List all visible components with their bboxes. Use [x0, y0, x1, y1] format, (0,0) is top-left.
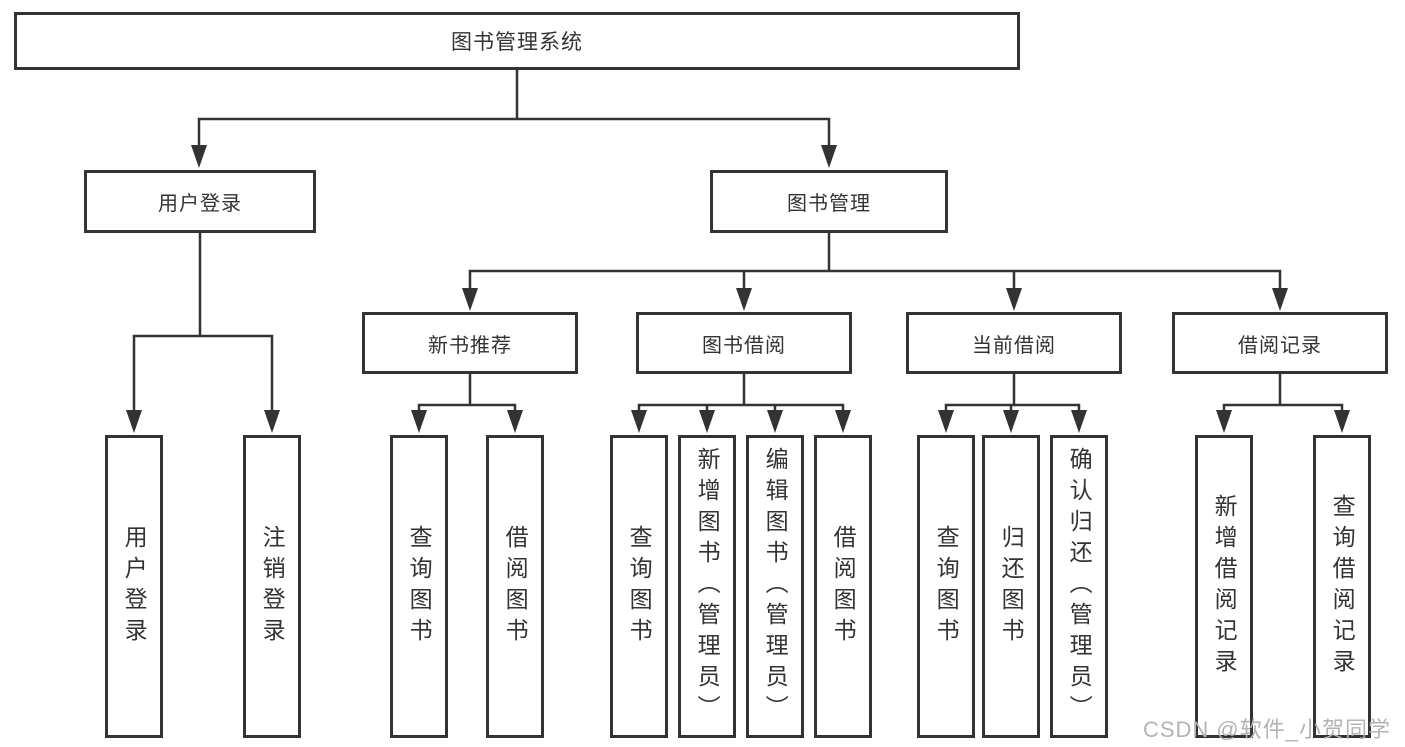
connector-book-management [468, 231, 1282, 292]
connector-root [197, 68, 831, 149]
arrowhead [835, 410, 851, 433]
leaf-logout: 注销登录 [243, 435, 301, 738]
arrowhead [699, 410, 715, 433]
arrowheads [126, 145, 1350, 433]
connector-book-borrow [637, 372, 845, 414]
arrowhead [821, 145, 837, 168]
leaf-borrow-books: 借阅图书 [814, 435, 872, 738]
arrowhead [191, 145, 207, 168]
arrowhead [126, 410, 142, 433]
node-user-login: 用户登录 [84, 170, 316, 233]
arrowhead [1071, 410, 1087, 433]
arrowhead [1216, 410, 1232, 433]
leaf-query-books-recommend: 查询图书 [390, 435, 448, 738]
node-new-book-recommend: 新书推荐 [362, 312, 578, 374]
arrowhead [631, 410, 647, 433]
leaf-query-books-borrow: 查询图书 [610, 435, 668, 738]
leaf-add-borrow-record: 新增借阅记录 [1195, 435, 1253, 738]
arrowhead [1272, 288, 1288, 311]
leaf-user-login: 用户登录 [105, 435, 163, 738]
arrowhead [411, 410, 427, 433]
csdn-watermark: CSDN @软件_小贺同学 [1142, 717, 1391, 742]
leaf-borrow-books-recommend: 借阅图书 [486, 435, 544, 738]
leaf-query-books-current: 查询图书 [917, 435, 975, 738]
arrowhead [736, 288, 752, 311]
arrowhead [1006, 288, 1022, 311]
leaf-query-borrow-record: 查询借阅记录 [1313, 435, 1371, 738]
leaf-return-books: 归还图书 [982, 435, 1040, 738]
connector-user-login [132, 231, 274, 414]
node-borrow-records: 借阅记录 [1172, 312, 1388, 374]
arrowhead [938, 410, 954, 433]
leaf-edit-books-admin: 编辑图书（管理员） [746, 435, 804, 738]
node-current-borrow: 当前借阅 [906, 312, 1122, 374]
arrowhead [1334, 410, 1350, 433]
arrowhead [507, 410, 523, 433]
arrowhead [767, 410, 783, 433]
leaf-add-books-admin: 新增图书（管理员） [678, 435, 736, 738]
arrowhead [264, 410, 280, 433]
node-book-management: 图书管理 [710, 170, 948, 233]
connector-new-book-recommend [417, 372, 517, 414]
node-library-system: 图书管理系统 [14, 12, 1020, 70]
leaf-confirm-return-admin: 确认归还（管理员） [1050, 435, 1108, 738]
connector-current-borrow [944, 372, 1081, 414]
connector-borrow-records [1222, 372, 1344, 414]
arrowhead [462, 288, 478, 311]
node-book-borrow: 图书借阅 [636, 312, 852, 374]
arrowhead [1003, 410, 1019, 433]
